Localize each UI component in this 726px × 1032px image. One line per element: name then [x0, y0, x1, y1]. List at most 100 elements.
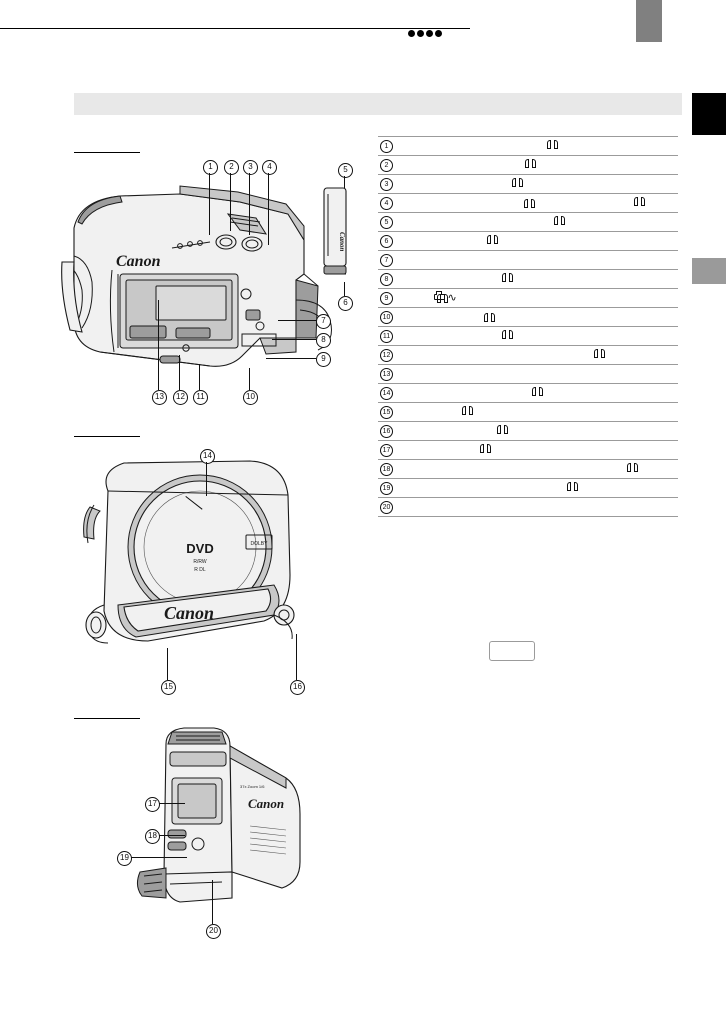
callout-13: 13 — [152, 390, 167, 405]
table-row: 14 — [378, 384, 678, 403]
row-text — [402, 422, 678, 441]
table-row: 11 — [378, 327, 678, 346]
circled-number: 4 — [380, 197, 393, 210]
row-number: 17 — [378, 441, 402, 460]
page-reference-icon — [437, 294, 448, 303]
row-text — [402, 137, 678, 156]
table-row: 16 — [378, 422, 678, 441]
circled-number: 11 — [380, 330, 393, 343]
circled-number: 18 — [380, 463, 393, 476]
leader-5 — [344, 176, 345, 188]
row-icon-group-2 — [484, 312, 495, 325]
row-number: 1 — [378, 137, 402, 156]
row-text — [402, 327, 678, 346]
callout-15: 15 — [161, 680, 176, 695]
table-row: 6 — [378, 232, 678, 251]
leader-18 — [159, 835, 185, 836]
table-row: 18 — [378, 460, 678, 479]
row-icon-group — [512, 177, 523, 190]
row-text — [402, 194, 678, 213]
circled-number: 8 — [380, 273, 393, 286]
row-text — [402, 346, 678, 365]
header-dot — [426, 30, 433, 37]
row-icon-group — [480, 443, 491, 456]
row-icon-group — [532, 386, 543, 399]
svg-text:DOLBY: DOLBY — [251, 541, 269, 547]
row-icon-group — [627, 462, 638, 475]
header-dot — [408, 30, 415, 37]
section-title-band — [74, 93, 682, 115]
rear-button-a — [167, 829, 187, 839]
callout-18: 18 — [145, 829, 160, 844]
circled-number: 15 — [380, 406, 393, 419]
table-row: 20 — [378, 498, 678, 517]
table-row: 10 — [378, 308, 678, 327]
row-icon-group-2 — [437, 293, 448, 306]
page-reference-icon — [480, 444, 491, 453]
row-number: 4 — [378, 194, 402, 213]
row-icon-group — [502, 329, 513, 342]
table-row: 4 — [378, 194, 678, 213]
row-icon-group — [497, 424, 508, 437]
leader-19 — [131, 857, 187, 858]
leader-1 — [209, 173, 210, 235]
callout-11: 11 — [193, 390, 208, 405]
brand-wordmark-fig3: Canon — [248, 796, 284, 811]
header-rule — [0, 28, 470, 29]
circled-number: 2 — [380, 159, 393, 172]
reference-button[interactable] — [489, 641, 535, 661]
header-corner-tab — [636, 0, 662, 42]
rear-button-b — [167, 841, 187, 851]
row-text — [402, 479, 678, 498]
row-number: 7 — [378, 251, 402, 270]
row-number: 8 — [378, 270, 402, 289]
leader-13 — [158, 300, 159, 390]
page-reference-icon — [634, 197, 645, 206]
row-number: 13 — [378, 365, 402, 384]
leader-6 — [344, 282, 345, 296]
disc-logo-rdl: R DL — [194, 567, 206, 573]
circled-number: 17 — [380, 444, 393, 457]
page-reference-icon — [532, 387, 543, 396]
page-reference-icon — [627, 463, 638, 472]
row-text — [402, 156, 678, 175]
analog-signal-icon: ∿ — [447, 292, 457, 304]
brand-wordmark-fig2: Canon — [164, 603, 214, 623]
leader-20 — [212, 880, 213, 924]
row-text — [402, 498, 678, 517]
leader-10 — [249, 368, 250, 390]
page-reference-icon — [484, 313, 495, 322]
callout-10: 10 — [243, 390, 258, 405]
row-number: 16 — [378, 422, 402, 441]
circled-number: 20 — [380, 501, 393, 514]
circled-number: 6 — [380, 235, 393, 248]
table-row: 8 — [378, 270, 678, 289]
edge-tab-secondary — [692, 258, 726, 284]
table-row: 3 — [378, 175, 678, 194]
leader-12 — [179, 355, 180, 390]
row-icon-group — [525, 158, 536, 171]
page-reference-icon — [487, 235, 498, 244]
callout-19: 19 — [117, 851, 132, 866]
view-label-back — [74, 716, 140, 719]
camcorder-back-figure: Canon 37x Zoom 1/6 — [136, 727, 301, 903]
page-reference-icon — [525, 159, 536, 168]
page-reference-icon — [512, 178, 523, 187]
edge-tab-primary — [692, 93, 726, 135]
row-second-line — [402, 196, 678, 209]
row-icon-group — [634, 196, 645, 209]
row-icon-group — [487, 234, 498, 247]
table-row: 2 — [378, 156, 678, 175]
table-row: 19 — [378, 479, 678, 498]
row-text — [402, 308, 678, 327]
callout-5: 5 — [338, 163, 353, 178]
circled-number: 13 — [380, 368, 393, 381]
page-reference-icon — [502, 273, 513, 282]
row-text — [402, 213, 678, 232]
row-number: 11 — [378, 327, 402, 346]
leader-7 — [278, 320, 316, 321]
leader-8 — [272, 339, 316, 340]
callout-17: 17 — [145, 797, 160, 812]
